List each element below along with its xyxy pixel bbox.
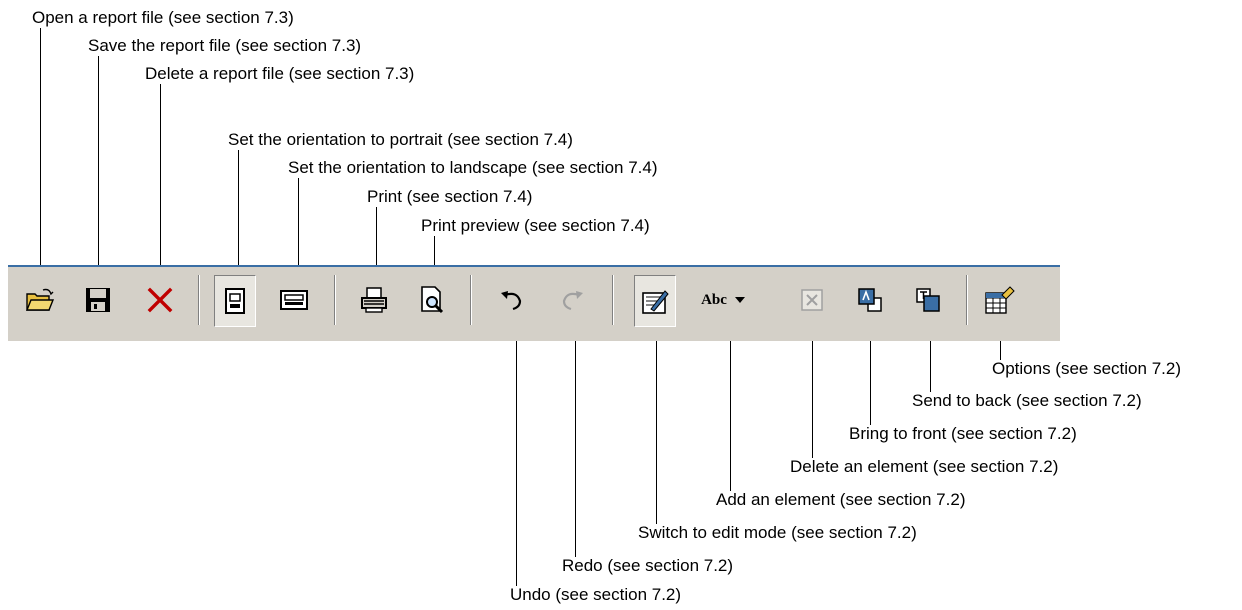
save-disk-icon — [86, 288, 110, 312]
toolbar: Abc — [8, 265, 1060, 341]
toolbar-separator — [334, 275, 336, 325]
annotation-delete-element: Delete an element (see section 7.2) — [790, 457, 1059, 476]
open-folder-icon — [25, 288, 55, 311]
portrait-button[interactable] — [214, 275, 256, 327]
send-to-back-button[interactable] — [908, 275, 948, 325]
portrait-icon — [225, 288, 245, 314]
landscape-icon — [280, 290, 308, 310]
leader-line-print — [376, 207, 377, 278]
leader-line-save — [98, 56, 99, 278]
leader-line-open — [40, 28, 41, 278]
options-button[interactable] — [980, 275, 1020, 325]
printer-icon — [361, 287, 387, 313]
annotation-landscape: Set the orientation to landscape (see se… — [288, 158, 658, 177]
delete-element-button[interactable] — [792, 275, 832, 325]
toolbar-separator — [612, 275, 614, 325]
add-element-dropdown[interactable] — [732, 275, 748, 325]
leader-line-portrait — [238, 150, 239, 278]
leader-line-send-back — [930, 316, 931, 392]
annotation-redo: Redo (see section 7.2) — [562, 556, 734, 575]
annotation-undo: Undo (see section 7.2) — [510, 585, 682, 604]
add-element-button[interactable]: Abc — [694, 275, 734, 325]
leader-line-add-element — [730, 316, 731, 491]
add-element-icon: Abc — [701, 291, 727, 308]
delete-file-button[interactable] — [140, 275, 180, 325]
bring-to-front-icon — [858, 288, 882, 312]
redo-icon — [562, 291, 583, 311]
print-button[interactable] — [354, 275, 394, 325]
leader-line-delete-file — [160, 84, 161, 278]
annotation-print: Print (see section 7.4) — [367, 187, 533, 206]
save-button[interactable] — [78, 275, 118, 325]
annotation-save: Save the report file (see section 7.3) — [88, 36, 362, 55]
annotation-add-element: Add an element (see section 7.2) — [716, 490, 966, 509]
edit-mode-icon — [642, 290, 669, 314]
leader-line-delete-element — [812, 316, 813, 458]
annotation-print-preview: Print preview (see section 7.4) — [421, 216, 650, 235]
leader-line-redo — [575, 316, 576, 557]
leader-line-print-preview — [434, 236, 435, 278]
toolbar-separator — [966, 275, 968, 325]
annotation-options: Options (see section 7.2) — [992, 359, 1181, 378]
annotation-delete-file: Delete a report file (see section 7.3) — [145, 64, 415, 83]
open-button[interactable] — [20, 275, 60, 325]
undo-icon — [501, 291, 522, 311]
bring-to-front-button[interactable] — [850, 275, 890, 325]
annotation-edit-mode: Switch to edit mode (see section 7.2) — [638, 523, 917, 542]
send-to-back-icon — [916, 288, 940, 312]
undo-button[interactable] — [492, 275, 532, 325]
options-icon — [985, 286, 1015, 314]
leader-line-bring-front — [870, 316, 871, 425]
landscape-button[interactable] — [274, 275, 314, 325]
delete-element-icon — [801, 289, 823, 311]
toolbar-separator — [198, 275, 200, 325]
annotation-bring-front: Bring to front (see section 7.2) — [849, 424, 1077, 443]
print-preview-button[interactable] — [412, 275, 452, 325]
dropdown-arrow-icon — [735, 297, 745, 303]
leader-line-undo — [516, 316, 517, 586]
print-preview-icon — [421, 286, 444, 314]
edit-mode-button[interactable] — [634, 275, 676, 327]
redo-button[interactable] — [552, 275, 592, 325]
leader-line-edit-mode — [656, 316, 657, 524]
annotation-portrait: Set the orientation to portrait (see sec… — [228, 130, 573, 149]
annotation-send-back: Send to back (see section 7.2) — [912, 391, 1142, 410]
delete-x-icon — [147, 287, 173, 313]
annotation-open: Open a report file (see section 7.3) — [32, 8, 294, 27]
toolbar-separator — [470, 275, 472, 325]
leader-line-landscape — [298, 178, 299, 278]
